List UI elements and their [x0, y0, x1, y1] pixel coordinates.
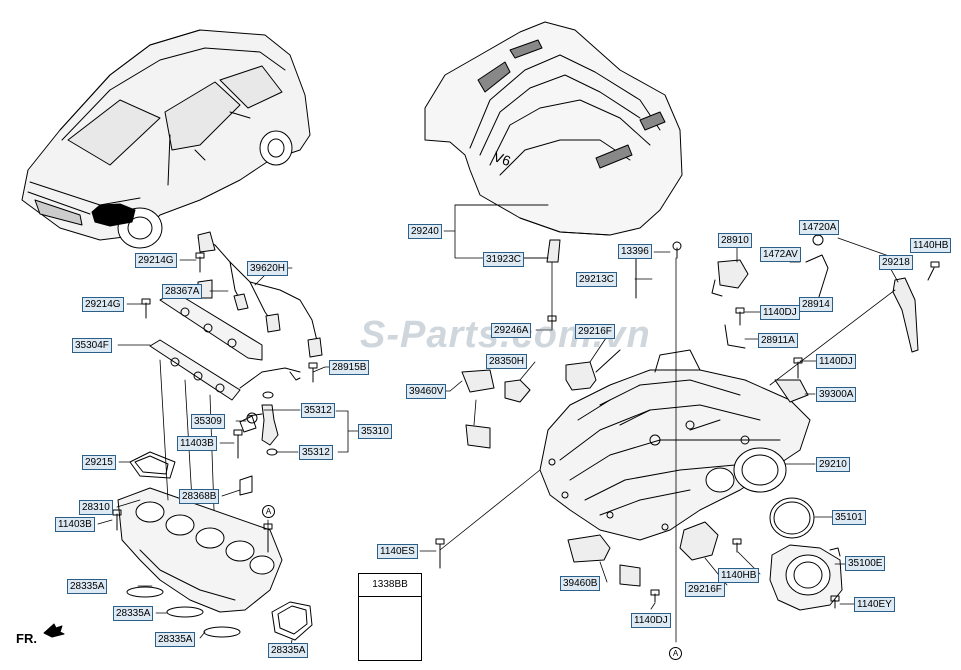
vehicle-illustration: [21, 29, 311, 249]
part-label-29213c[interactable]: 29213C: [576, 272, 618, 287]
part-label-13396[interactable]: 13396: [618, 244, 652, 259]
part-label-28910[interactable]: 28910: [718, 233, 752, 248]
callout-a-left: A: [262, 505, 275, 518]
part-label-29210[interactable]: 29210: [816, 457, 850, 472]
intake-manifold: [539, 349, 811, 541]
solenoid-valve: [461, 234, 919, 587]
injector: [246, 391, 279, 456]
part-label-35101[interactable]: 35101: [832, 510, 866, 525]
part-label-1140ey[interactable]: 1140EY: [854, 597, 895, 612]
part-label-28310[interactable]: 28310: [79, 500, 113, 515]
inset-title: 1338BB: [359, 574, 421, 597]
part-label-29218[interactable]: 29218: [879, 255, 913, 270]
part-label-28335a-c[interactable]: 28335A: [155, 632, 196, 647]
part-label-28911a[interactable]: 28911A: [758, 333, 798, 348]
inset-box: 1338BB: [358, 573, 422, 661]
callout-a-bottom: A: [669, 647, 682, 660]
part-label-35312-a[interactable]: 35312: [301, 403, 335, 418]
part-label-35309[interactable]: 35309: [191, 414, 225, 429]
front-arrow: [43, 623, 65, 638]
part-label-35304f[interactable]: 35304F: [72, 338, 112, 353]
part-label-31923c[interactable]: 31923C: [483, 252, 525, 267]
leader-lines: [97, 204, 901, 651]
part-label-39620h[interactable]: 39620H: [247, 261, 289, 276]
part-label-11403b-a[interactable]: 11403B: [177, 436, 217, 451]
part-label-1140hb-bottom[interactable]: 1140HB: [718, 568, 760, 583]
part-label-1472av[interactable]: 1472AV: [760, 247, 801, 262]
part-label-28335a-d[interactable]: 28335A: [268, 643, 309, 658]
part-label-28335a-a[interactable]: 28335A: [67, 579, 108, 594]
gasket-35101: [769, 497, 815, 539]
part-label-29214g-a[interactable]: 29214G: [135, 253, 177, 268]
front-direction-label: FR.: [16, 631, 37, 646]
throttle-body: [769, 544, 843, 611]
part-label-29246a[interactable]: 29246A: [491, 323, 532, 338]
part-label-1140dj-c[interactable]: 1140DJ: [631, 613, 671, 628]
lower-intake-manifold: [117, 487, 283, 613]
part-label-39460b[interactable]: 39460B: [560, 576, 601, 591]
part-label-28915b[interactable]: 28915B: [329, 360, 370, 375]
part-label-28914[interactable]: 28914: [799, 297, 833, 312]
gasket: [126, 415, 313, 641]
part-label-35310[interactable]: 35310: [358, 424, 392, 439]
part-label-29240[interactable]: 29240: [408, 224, 442, 239]
part-label-11403b-b[interactable]: 11403B: [55, 517, 95, 532]
part-label-28367a[interactable]: 28367A: [162, 284, 203, 299]
part-label-1140dj-b[interactable]: 1140DJ: [816, 354, 856, 369]
part-label-28368b[interactable]: 28368B: [179, 489, 220, 504]
part-label-39460v[interactable]: 39460V: [406, 384, 447, 399]
fuel-rail: [149, 291, 301, 401]
part-label-35100e[interactable]: 35100E: [845, 556, 886, 571]
part-label-29216f-top[interactable]: 29216F: [575, 324, 615, 339]
part-label-29214g-b[interactable]: 29214G: [82, 297, 124, 312]
part-label-39300a[interactable]: 39300A: [816, 387, 857, 402]
part-label-14720a[interactable]: 14720A: [799, 220, 840, 235]
engine-cover: V6: [424, 21, 683, 236]
part-label-29216f-bottom[interactable]: 29216F: [685, 582, 725, 597]
part-label-35312-b[interactable]: 35312: [299, 445, 333, 460]
part-label-28335a-b[interactable]: 28335A: [113, 606, 154, 621]
part-label-29215[interactable]: 29215: [82, 455, 116, 470]
svg-text:V6: V6: [491, 148, 513, 169]
part-label-1140hb-top[interactable]: 1140HB: [910, 238, 952, 253]
wiring-harness: [197, 231, 323, 358]
part-label-1140dj-a[interactable]: 1140DJ: [760, 305, 800, 320]
part-label-28350h[interactable]: 28350H: [486, 354, 528, 369]
part-label-1140es[interactable]: 1140ES: [377, 544, 418, 559]
